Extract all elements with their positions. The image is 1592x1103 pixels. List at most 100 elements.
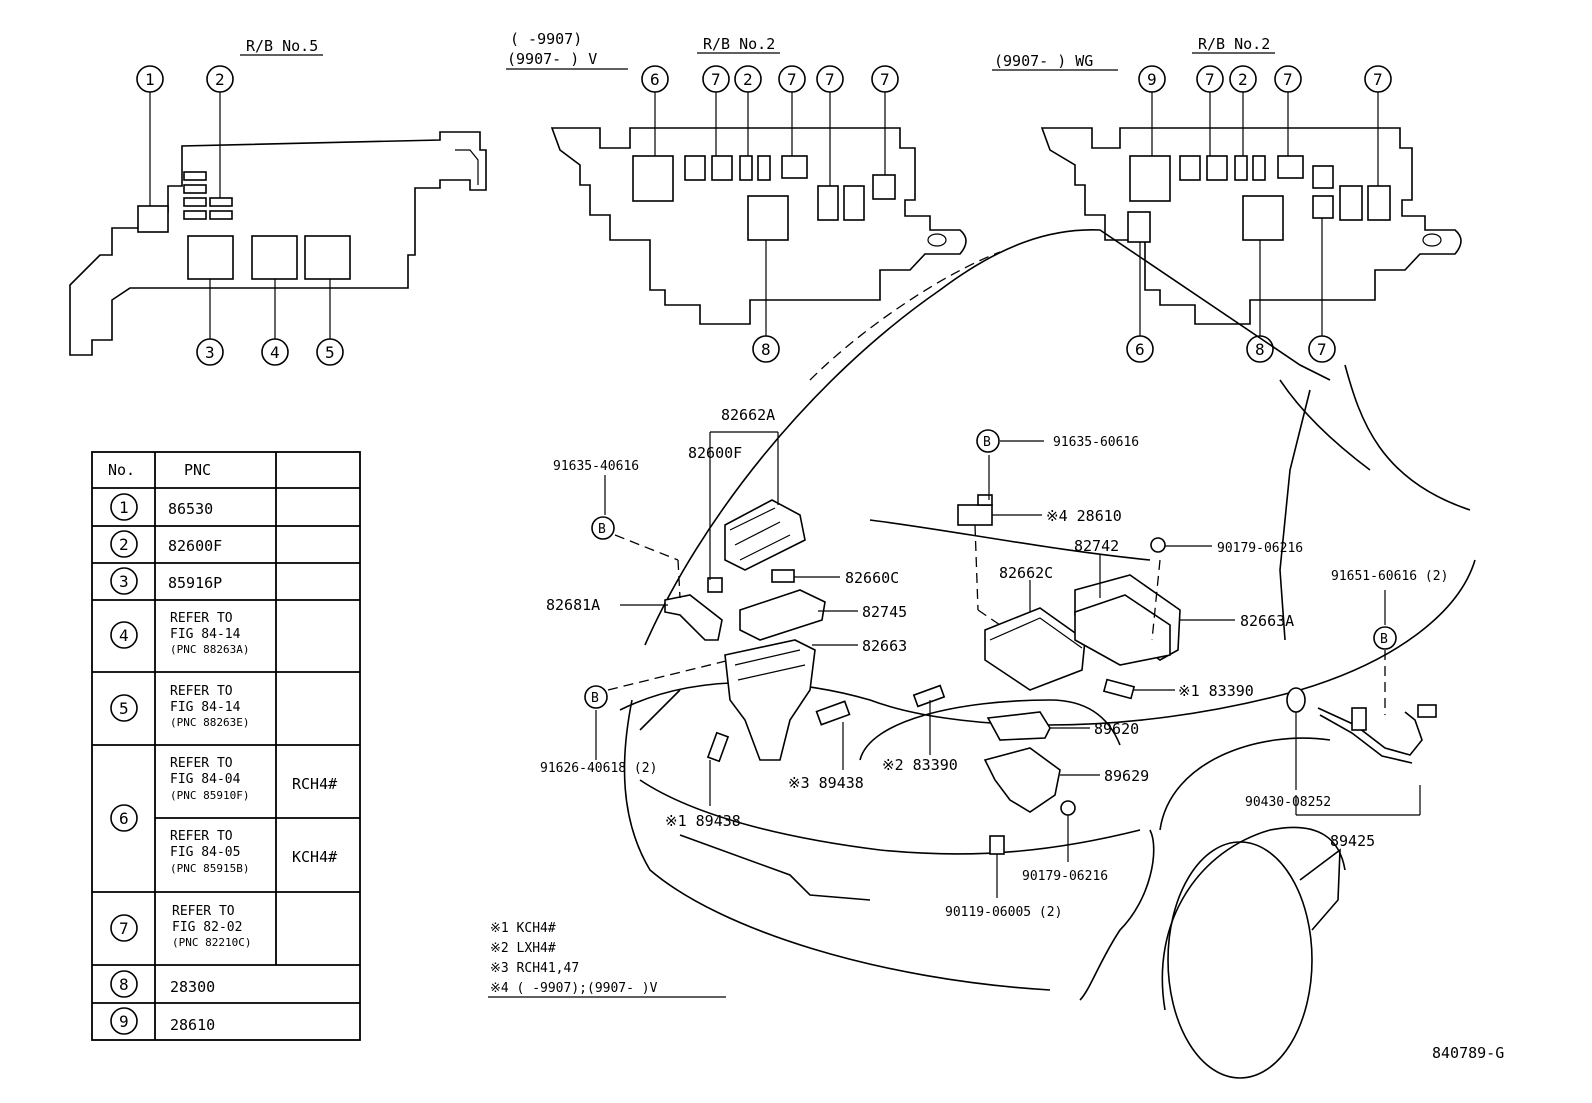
label-91635-40616: 91635-40616: [553, 459, 639, 474]
callout-7: 7: [787, 70, 797, 89]
label-82681A: 82681A: [546, 596, 600, 614]
label-89629: 89629: [1104, 767, 1149, 785]
row-model: RCH4#: [292, 775, 337, 793]
label-89438-1: ※1 89438: [665, 812, 741, 830]
label-89438-3: ※3 89438: [788, 774, 864, 792]
callout-2: 2: [215, 70, 225, 89]
label-83390-1: ※1 83390: [1178, 682, 1254, 700]
row-ref-2: FIG 82-02: [172, 920, 242, 935]
label-82600F: 82600F: [688, 444, 742, 462]
label-90430-08252: 90430-08252: [1245, 795, 1331, 810]
rb5-title: R/B No.5: [246, 37, 318, 55]
leader-lines: [595, 431, 1421, 898]
row-ref-1: REFER TO: [170, 756, 233, 771]
table-header-pnc: PNC: [184, 461, 211, 479]
ref-b: B: [983, 435, 991, 450]
label-82663A: 82663A: [1240, 612, 1294, 630]
vehicle-outline: [619, 229, 1476, 1079]
callout-8: 8: [1255, 340, 1265, 359]
label-91651-60616: 91651-60616 (2): [1331, 569, 1448, 584]
label-82660C: 82660C: [845, 569, 899, 587]
label-82663: 82663: [862, 637, 907, 655]
row-ref-2: FIG 84-04: [170, 772, 241, 787]
row-ref-3: (PNC 82210C): [172, 936, 251, 949]
label-90179-06216-b: 90179-06216: [1022, 869, 1108, 884]
label-82745: 82745: [862, 603, 907, 621]
row-pnc: 28610: [170, 1016, 215, 1034]
components: [664, 494, 1437, 855]
ref-b: B: [598, 522, 606, 537]
rb2b-title: R/B No.2: [1198, 35, 1270, 53]
rb2a-range-2: (9907- ) V: [507, 50, 597, 68]
label-90179-06216-a: 90179-06216: [1217, 541, 1303, 556]
callout-7: 7: [880, 70, 890, 89]
label-89620: 89620: [1094, 720, 1139, 738]
footnote-3: ※3 RCH41,47: [490, 961, 579, 976]
label-82662C: 82662C: [999, 564, 1053, 582]
footnote-1: ※1 KCH4#: [490, 921, 556, 936]
callout-7: 7: [1373, 70, 1383, 89]
row-pnc: 82600F: [168, 537, 222, 555]
footnotes: ※1 KCH4# ※2 LXH4# ※3 RCH41,47 ※4 ( -9907…: [488, 921, 726, 998]
rb2a-title: R/B No.2: [703, 35, 775, 53]
relay-block-no5: R/B No.5 1 2 3 4 5: [69, 37, 487, 366]
row-no: 6: [119, 809, 129, 828]
callout-9: 9: [1147, 70, 1157, 89]
label-91635-60616: 91635-60616: [1053, 435, 1139, 450]
row-pnc: 85916P: [168, 574, 222, 592]
relay-block-no2-v: ( -9907) (9907- ) V R/B No.2 6 7 2 7 7 7…: [506, 30, 967, 363]
row-ref-3: (PNC 85910F): [170, 789, 249, 802]
label-82742: 82742: [1074, 537, 1119, 555]
rb2b-range: (9907- ) WG: [994, 52, 1093, 70]
row-ref-2: FIG 84-14: [170, 700, 241, 715]
label-28610: ※4 28610: [1046, 507, 1122, 525]
callout-4: 4: [270, 343, 280, 362]
label-82662A: 82662A: [721, 406, 775, 424]
rb2a-range-1: ( -9907): [510, 30, 582, 48]
row-no: 4: [119, 626, 129, 645]
row-no: 2: [119, 535, 129, 554]
row-ref-3: (PNC 88263A): [170, 643, 249, 656]
part-labels: 82662A 82600F 91635-40616 B 82660C 82681…: [540, 406, 1448, 920]
callout-7: 7: [1283, 70, 1293, 89]
ref-b: B: [1380, 632, 1388, 647]
callout-6: 6: [650, 70, 660, 89]
callout-7: 7: [825, 70, 835, 89]
row-no: 1: [119, 498, 129, 517]
callout-1: 1: [145, 70, 155, 89]
callout-7: 7: [1317, 340, 1327, 359]
callout-8: 8: [761, 340, 771, 359]
callout-7: 7: [711, 70, 721, 89]
callout-3: 3: [205, 343, 215, 362]
row-ref-3: (PNC 88263E): [170, 716, 249, 729]
callout-2: 2: [1238, 70, 1248, 89]
callout-7: 7: [1205, 70, 1215, 89]
figure-id: 840789-G: [1432, 1044, 1504, 1062]
row-ref-2: FIG 84-14: [170, 627, 241, 642]
row-ref-1: REFER TO: [170, 829, 233, 844]
row-ref-2: FIG 84-05: [170, 845, 240, 860]
footnote-4: ※4 ( -9907);(9907- )V: [490, 981, 658, 996]
label-90119-06005: 90119-06005 (2): [945, 905, 1062, 920]
label-89425: 89425: [1330, 832, 1375, 850]
row-no: 7: [119, 919, 129, 938]
row-no: 5: [119, 699, 129, 718]
label-91626-40618: 91626-40618 (2): [540, 761, 657, 776]
row-ref-1: REFER TO: [172, 904, 235, 919]
row-no: 8: [119, 975, 129, 994]
relay-block-no2-wg: (9907- ) WG R/B No.2 9 7 2 7 7 6 8 7: [992, 35, 1462, 363]
row-model: KCH4#: [292, 848, 337, 866]
row-ref-1: REFER TO: [170, 684, 233, 699]
callout-2: 2: [743, 70, 753, 89]
row-ref-3: (PNC 85915B): [170, 862, 249, 875]
label-83390-2: ※2 83390: [882, 756, 958, 774]
row-pnc: 28300: [170, 978, 215, 996]
row-no: 9: [119, 1012, 129, 1031]
row-no: 3: [119, 572, 129, 591]
table-header-no: No.: [108, 461, 135, 479]
callout-6: 6: [1135, 340, 1145, 359]
row-pnc: 86530: [168, 500, 213, 518]
callout-5: 5: [325, 343, 335, 362]
